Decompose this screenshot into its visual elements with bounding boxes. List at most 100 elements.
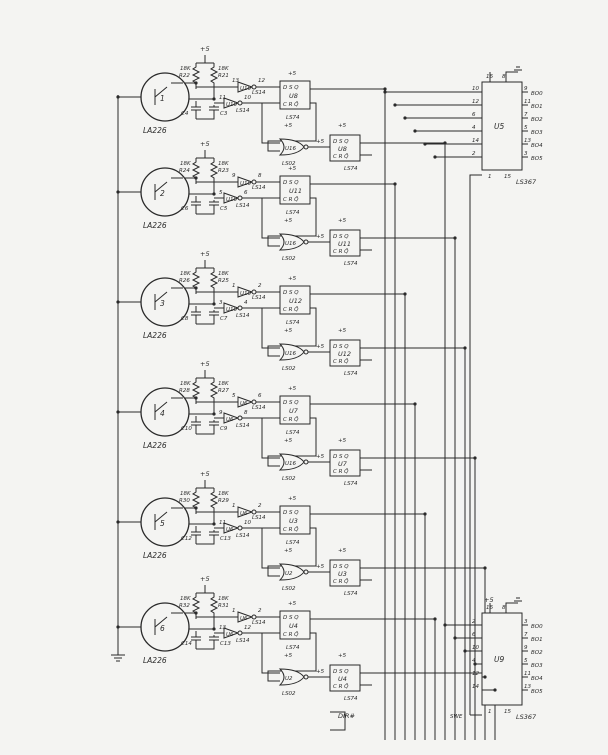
- capacitor-right: [196, 530, 219, 545]
- sensor-number: 5: [160, 519, 165, 528]
- junction-dot: [423, 142, 427, 146]
- nor-bubble: [303, 459, 309, 465]
- inv-b-type: LS14: [236, 108, 250, 114]
- ff1-vcc-bottom: +5: [284, 218, 293, 224]
- chip-u5-input-pin: 2: [472, 151, 476, 157]
- inv-a-pin-in: 1: [232, 608, 236, 614]
- chip-u5-output-pin: 11: [524, 99, 531, 105]
- vcc-label: +5: [200, 45, 210, 53]
- ff1-vcc: +5: [288, 166, 297, 172]
- nor-type: LS02: [282, 256, 296, 262]
- sensor-switch-symbol: [154, 82, 183, 105]
- vcc-rail: [196, 480, 214, 489]
- inv-b-pin-in: 11: [219, 520, 226, 526]
- ff1-top-pins: D S Q: [283, 290, 299, 296]
- chip-u5-body: [481, 81, 523, 171]
- capacitor-left: [191, 526, 201, 544]
- capacitor-right: [196, 310, 219, 325]
- ff2-ref: U11: [338, 240, 351, 248]
- junction-dot: [212, 627, 216, 631]
- capacitor-right-ref: C3: [220, 111, 228, 117]
- junction-dot: [116, 410, 120, 414]
- ff1-vcc-bottom: +5: [284, 438, 293, 444]
- chip-u9-output-name: BO4: [531, 676, 543, 682]
- capacitor-right: [196, 635, 219, 650]
- ff2-top-pins: D S Q: [333, 454, 349, 460]
- ff1-type: LS74: [286, 540, 300, 546]
- ff1-vcc-bottom: +5: [284, 548, 293, 554]
- swe-label: SWE: [450, 714, 463, 720]
- chip-u5-input-pin: 14: [472, 138, 479, 144]
- ff2-d-vcc: +5: [316, 564, 325, 570]
- ff2-top-pins: D S Q: [333, 669, 349, 675]
- ff2-q-output: [360, 142, 446, 740]
- flip-flop-1: [279, 505, 311, 535]
- chip-u9-output-pin: 5: [524, 658, 528, 664]
- resistor-left-ref: R24: [179, 168, 190, 174]
- u9-vcc-label: +5: [484, 596, 494, 604]
- junction-dot: [463, 649, 467, 653]
- ff2-q-output: [360, 567, 486, 740]
- inverter-bubble: [251, 289, 257, 295]
- schmitt-inverter-a: [237, 176, 254, 188]
- nor-ref: U2: [285, 676, 293, 682]
- inv-a-type: LS14: [252, 295, 266, 301]
- ff1-top-pins: D S Q: [283, 180, 299, 186]
- inv-a-pin-out: 2: [258, 503, 262, 509]
- sensor-number: 6: [160, 624, 165, 633]
- nor-ref: U2: [285, 571, 293, 577]
- chip-u5-output-pin: 7: [524, 112, 528, 118]
- chip-u9-type: LS367: [516, 713, 537, 721]
- resistor-left-ref: R30: [179, 498, 190, 504]
- ff2-vcc: +5: [338, 123, 347, 129]
- junction-dot: [433, 155, 437, 159]
- chip-u9-output-pin: 13: [524, 684, 531, 690]
- ff2-type: LS74: [344, 371, 358, 377]
- inv-a-pin-in: 13: [232, 78, 239, 84]
- junction-dot: [194, 286, 198, 290]
- inv-b-pin-out: 12: [244, 625, 251, 631]
- flip-flop-2: [329, 664, 361, 692]
- sensor-node-b: [189, 294, 215, 305]
- chip-u5-input-pin: 4: [472, 125, 476, 131]
- junction-dot: [393, 103, 397, 107]
- inverter-bubble: [251, 399, 257, 405]
- capacitor-left-ref: C12: [181, 536, 192, 542]
- ff2-q-output: [360, 237, 456, 740]
- nor-ref: U16: [285, 461, 297, 467]
- junction-dot: [423, 512, 427, 516]
- junction-dot: [194, 506, 198, 510]
- junction-dot: [463, 346, 467, 350]
- resistor-right: [209, 158, 219, 184]
- chip-u5-output-pin: 5: [524, 125, 528, 131]
- nor-bubble: [303, 349, 309, 355]
- junction-dot: [194, 81, 198, 85]
- chip-u9-output-pin: 7: [524, 632, 528, 638]
- resistor-left-ref: R26: [179, 278, 190, 284]
- chip-u5-output-name: BO0: [531, 91, 543, 97]
- ff1-bottom-pins: C R Q̄: [283, 416, 299, 423]
- ff1-ref: U3: [289, 517, 298, 525]
- chip-u5-output-name: BO3: [531, 130, 543, 136]
- ff2-vcc: +5: [338, 653, 347, 659]
- nor-type: LS02: [282, 476, 296, 482]
- vcc-rail: [196, 370, 214, 379]
- chip-u5-power-wires: [489, 66, 522, 82]
- junction-dot: [443, 623, 447, 627]
- sensor-part-label: LA226: [143, 656, 167, 665]
- sensor-switch-symbol: [154, 177, 183, 200]
- junction-dot: [483, 566, 487, 570]
- nor-gate: [278, 668, 305, 686]
- resistor-right: [209, 378, 219, 404]
- capacitor-right-ref: C7: [220, 316, 228, 322]
- ff2-vcc: +5: [338, 438, 347, 444]
- nor-input-a: [261, 418, 280, 459]
- nor-input-a: [261, 633, 280, 674]
- sensor-part-label: LA226: [143, 441, 167, 450]
- resistor-right: [209, 63, 219, 89]
- vcc-label: +5: [200, 575, 210, 583]
